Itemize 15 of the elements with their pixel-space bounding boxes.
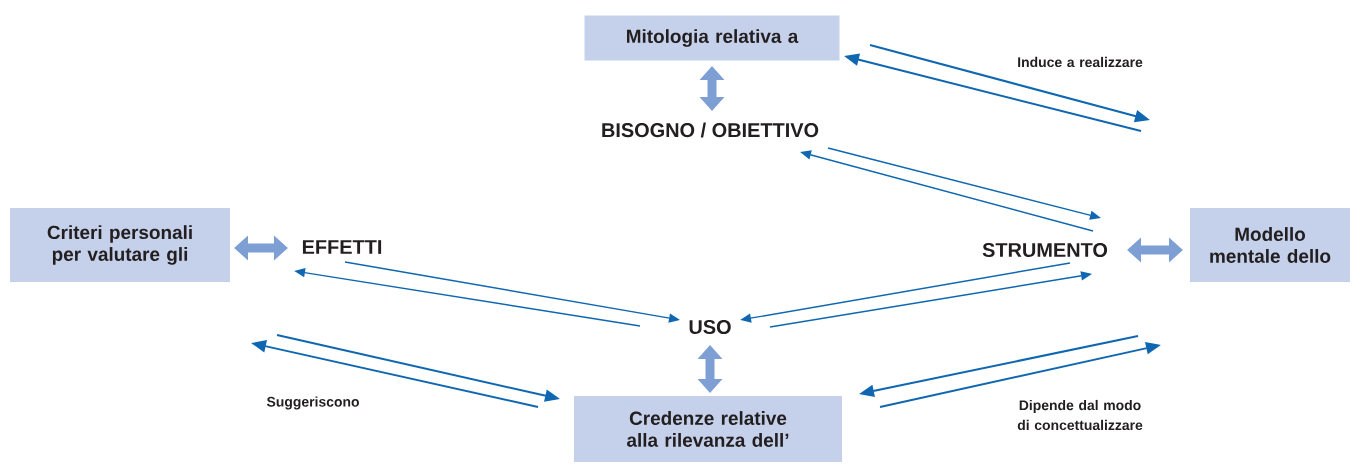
double-arrow [234,235,288,261]
concept-box: Modello mentale dello [1190,208,1350,282]
double-arrow [697,345,723,393]
concept-label: BISOGNO / OBIETTIVO [602,122,819,138]
concept-label: STRUMENTO [982,242,1108,258]
concept-box: Criteri personali per valutare gli [10,208,230,282]
note-text: Dipende dal modo di concettualizzare [1017,399,1143,431]
concept-box: Credenze relative alla rilevanza dell’ [574,396,842,462]
concept-label: USO [689,319,731,335]
double-arrow [699,66,725,111]
double-arrow [1127,237,1183,263]
note-text: Suggeriscono [266,396,359,410]
note-text: Induce a realizzare [1018,56,1143,68]
concept-label: EFFETTI [302,240,382,254]
concept-box: Mitologia relativa a [584,15,840,61]
